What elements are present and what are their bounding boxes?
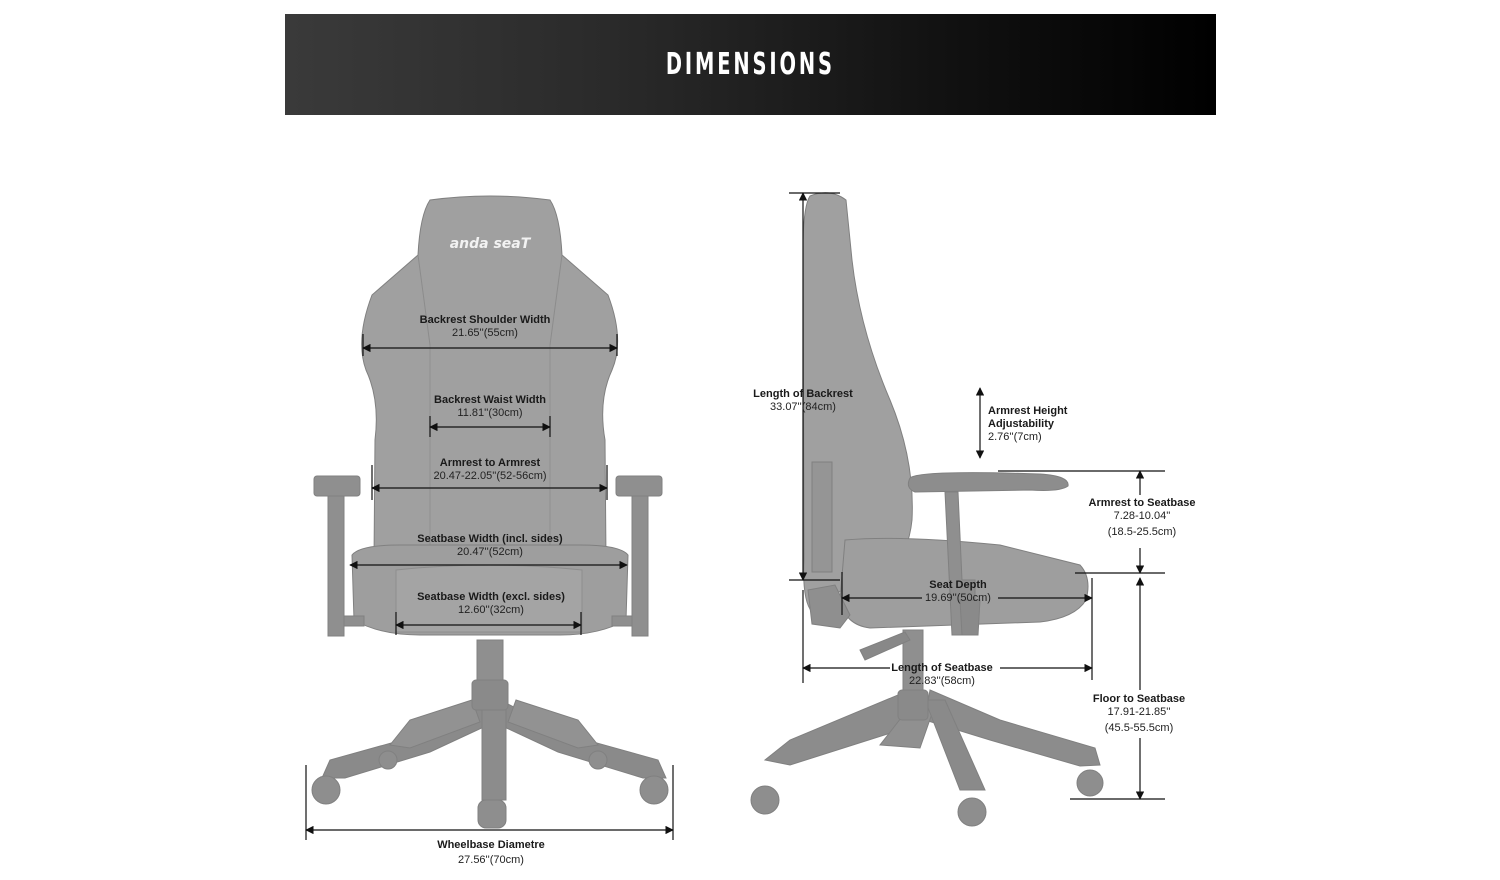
backrest-waist-width-label: Backrest Waist Width 11.81''(30cm) <box>434 394 546 419</box>
dimensions-banner: DIMENSIONS <box>285 14 1216 115</box>
seatbase-width-excl-label: Seatbase Width (excl. sides) 12.60''(32c… <box>417 591 565 616</box>
seat-depth-label: Seat Depth 19.69''(50cm) <box>925 579 991 604</box>
length-of-seatbase-label: Length of Seatbase 22.83''(58cm) <box>891 662 993 687</box>
armrest-to-armrest-label: Armrest to Armrest 20.47-22.05''(52-56cm… <box>433 457 547 482</box>
wheelbase-diameter-label: Wheelbase Diametre 27.56''(70cm) <box>437 839 545 866</box>
floor-to-seatbase-label: Floor to Seatbase 17.91-21.85'' (45.5-55… <box>1092 693 1186 734</box>
front-dimension-lines <box>305 334 674 840</box>
length-of-backrest-label: Length of Backrest 33.07''(84cm) <box>753 388 853 413</box>
backrest-shoulder-width-label: Backrest Shoulder Width 21.65''(55cm) <box>419 314 551 339</box>
front-view-chair <box>311 195 669 829</box>
side-dimension-lines <box>789 192 1165 800</box>
armrest-height-adjustability-label: Armrest Height Adjustability 2.76''(7cm) <box>988 405 1068 443</box>
seatbase-width-incl-label: Seatbase Width (incl. sides) 20.47''(52c… <box>417 533 563 558</box>
armrest-to-seatbase-label: Armrest to Seatbase 7.28-10.04'' (18.5-2… <box>1088 497 1196 538</box>
banner-title: DIMENSIONS <box>665 47 836 82</box>
side-view-chair <box>750 192 1104 827</box>
brand-logo: anda seaT <box>450 236 532 252</box>
